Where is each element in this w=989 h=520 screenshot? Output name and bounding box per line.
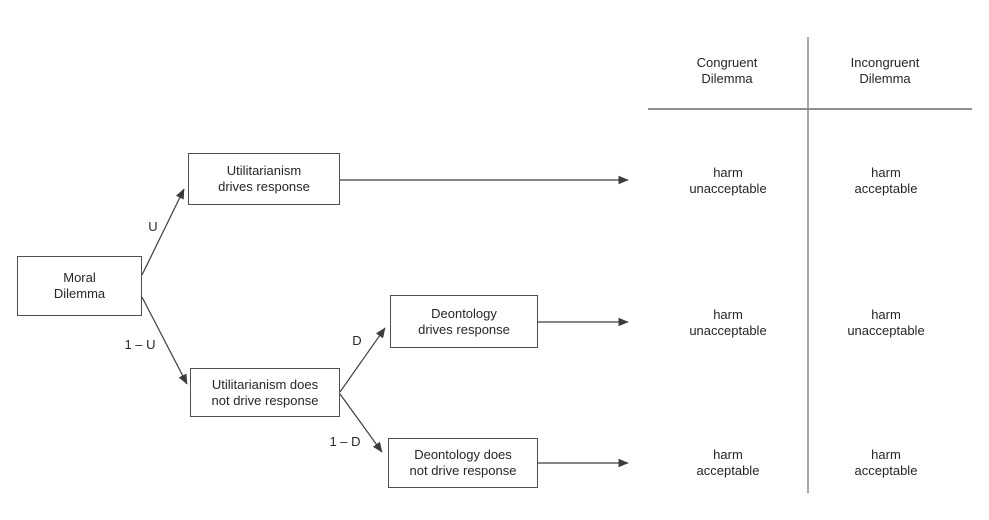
outcome-row2-congruent: harm unacceptable bbox=[689, 307, 767, 338]
outcome-row3-congruent: harm acceptable bbox=[696, 447, 760, 478]
outcome-row3-incongruent: harm acceptable bbox=[854, 447, 918, 478]
branch-label-one-minus-d: 1 – D bbox=[329, 434, 361, 449]
outcome-row1-congruent: harm unacceptable bbox=[689, 165, 767, 196]
node-deontology-drives: Deontology drives response bbox=[390, 295, 538, 348]
outcome-row1-incongruent: harm acceptable bbox=[854, 165, 918, 196]
node-moral-dilemma: Moral Dilemma bbox=[17, 256, 142, 316]
node-utilitarianism-does-not-drive: Utilitarianism does not drive response bbox=[190, 368, 340, 417]
node-utilitarianism-does-not-drive-label: Utilitarianism does not drive response bbox=[211, 376, 319, 408]
column-header-congruent: Congruent Dilemma bbox=[696, 55, 758, 86]
column-header-incongruent: Incongruent Dilemma bbox=[850, 55, 920, 86]
node-moral-dilemma-label: Moral Dilemma bbox=[53, 270, 106, 301]
outcome-row2-incongruent: harm unacceptable bbox=[847, 307, 925, 338]
node-utilitarianism-drives-label: Utilitarianism drives response bbox=[218, 163, 310, 194]
branch-label-d: D bbox=[352, 333, 362, 348]
node-utilitarianism-drives: Utilitarianism drives response bbox=[188, 153, 340, 205]
node-deontology-does-not-drive: Deontology does not drive response bbox=[388, 438, 538, 488]
branch-label-u: U bbox=[148, 219, 158, 234]
node-deontology-does-not-drive-label: Deontology does not drive response bbox=[409, 447, 517, 478]
branch-label-one-minus-u: 1 – U bbox=[124, 337, 156, 352]
node-deontology-drives-label: Deontology drives response bbox=[418, 305, 510, 337]
